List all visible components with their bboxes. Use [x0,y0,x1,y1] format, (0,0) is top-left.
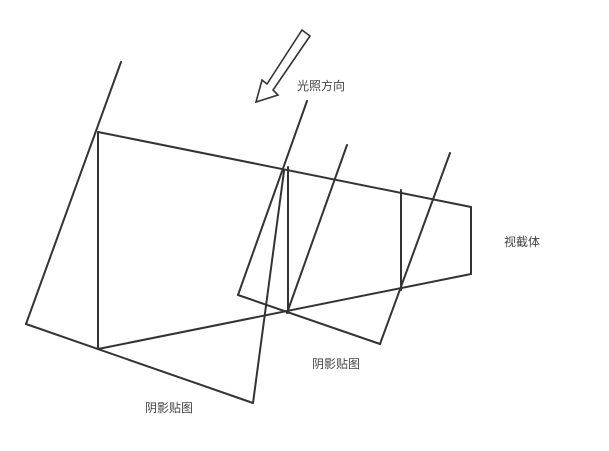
shadow-map-large-right-edge [252,170,285,404]
shadow-map-large-label: 阴影贴图 [145,401,193,415]
shadow-map-small-label: 阴影贴图 [312,357,360,371]
shadow-map-large [25,61,285,404]
shadow-map-small [237,100,451,345]
frustum-top-edge [97,131,472,208]
view-frustum-label: 视截体 [504,234,540,249]
shadow-map-small-middle-edge [286,144,348,314]
view-frustum [97,131,472,350]
shadow-map-large-left-edge [25,61,122,325]
shadow-map-small-bottom-edge [237,294,381,345]
shadow-map-small-right-edge [379,152,451,345]
shadow-map-small-left-edge [237,100,308,296]
shadow-map-large-bottom-edge [25,323,254,404]
light-direction-label: 光照方向 [297,78,345,93]
light-direction-arrow [254,28,312,104]
